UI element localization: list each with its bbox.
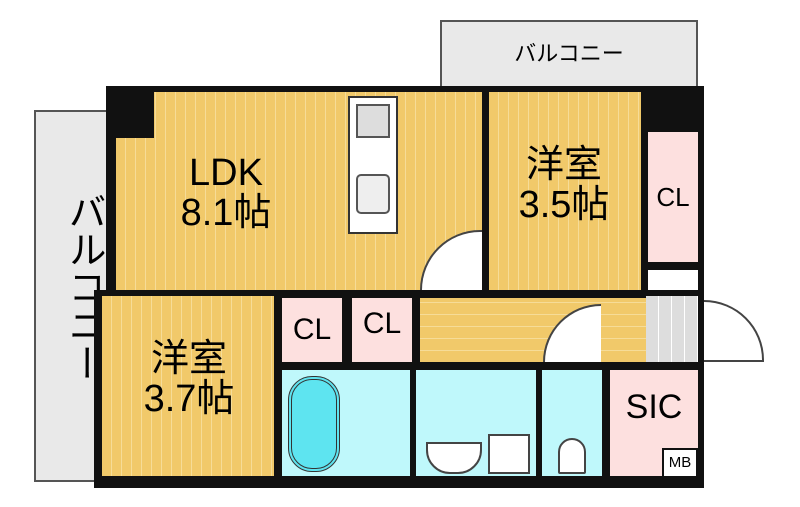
western-1-label: 洋室 3.5帖 (499, 144, 629, 226)
closet-right-label: CL (656, 182, 690, 212)
shoe-closet: SIC (610, 370, 698, 476)
closet-1: CL (282, 298, 342, 362)
balcony-top: バルコニー (440, 20, 698, 90)
ldk-label: LDK 8.1帖 (156, 152, 296, 234)
toilet-room (542, 370, 602, 476)
washroom (416, 370, 536, 476)
western-1-size: 3.5帖 (518, 183, 610, 226)
closet-right: CL (648, 132, 698, 262)
room-ldk: LDK 8.1帖 (108, 88, 482, 290)
sink-icon (356, 174, 390, 214)
washing-machine-icon (488, 434, 530, 474)
meter-box: MB (662, 448, 698, 478)
room-western-1: 洋室 3.5帖 (489, 92, 641, 290)
pillar (108, 88, 154, 138)
bathroom (282, 370, 410, 476)
western-2-size: 3.7帖 (143, 377, 235, 420)
entrance-door[interactable] (704, 300, 764, 362)
closet-2: CL (352, 298, 412, 362)
bathtub-icon (288, 376, 340, 472)
hallway (420, 298, 646, 362)
pillar-right (641, 86, 704, 132)
balcony-top-label: バルコニー (514, 41, 624, 66)
western-2-label: 洋室 3.7帖 (124, 338, 254, 420)
balcony-left-label: バルコニー (62, 192, 104, 382)
room-western-2: 洋室 3.7帖 (102, 296, 274, 476)
ldk-size: 8.1帖 (180, 191, 272, 234)
closet-1-label: CL (292, 313, 332, 346)
stove-icon (356, 104, 390, 138)
washbasin-icon (426, 442, 482, 474)
entrance-tiles (646, 296, 698, 362)
closet-right-lower (648, 270, 698, 290)
mb-label: MB (668, 454, 692, 471)
sic-label: SIC (625, 388, 683, 426)
kitchen-counter (348, 96, 398, 234)
closet-2-label: CL (362, 307, 402, 340)
ldk-name: LDK (189, 152, 263, 194)
toilet-icon (558, 438, 586, 474)
western-2-name: 洋室 (150, 338, 227, 380)
western-1-name: 洋室 (525, 144, 602, 186)
